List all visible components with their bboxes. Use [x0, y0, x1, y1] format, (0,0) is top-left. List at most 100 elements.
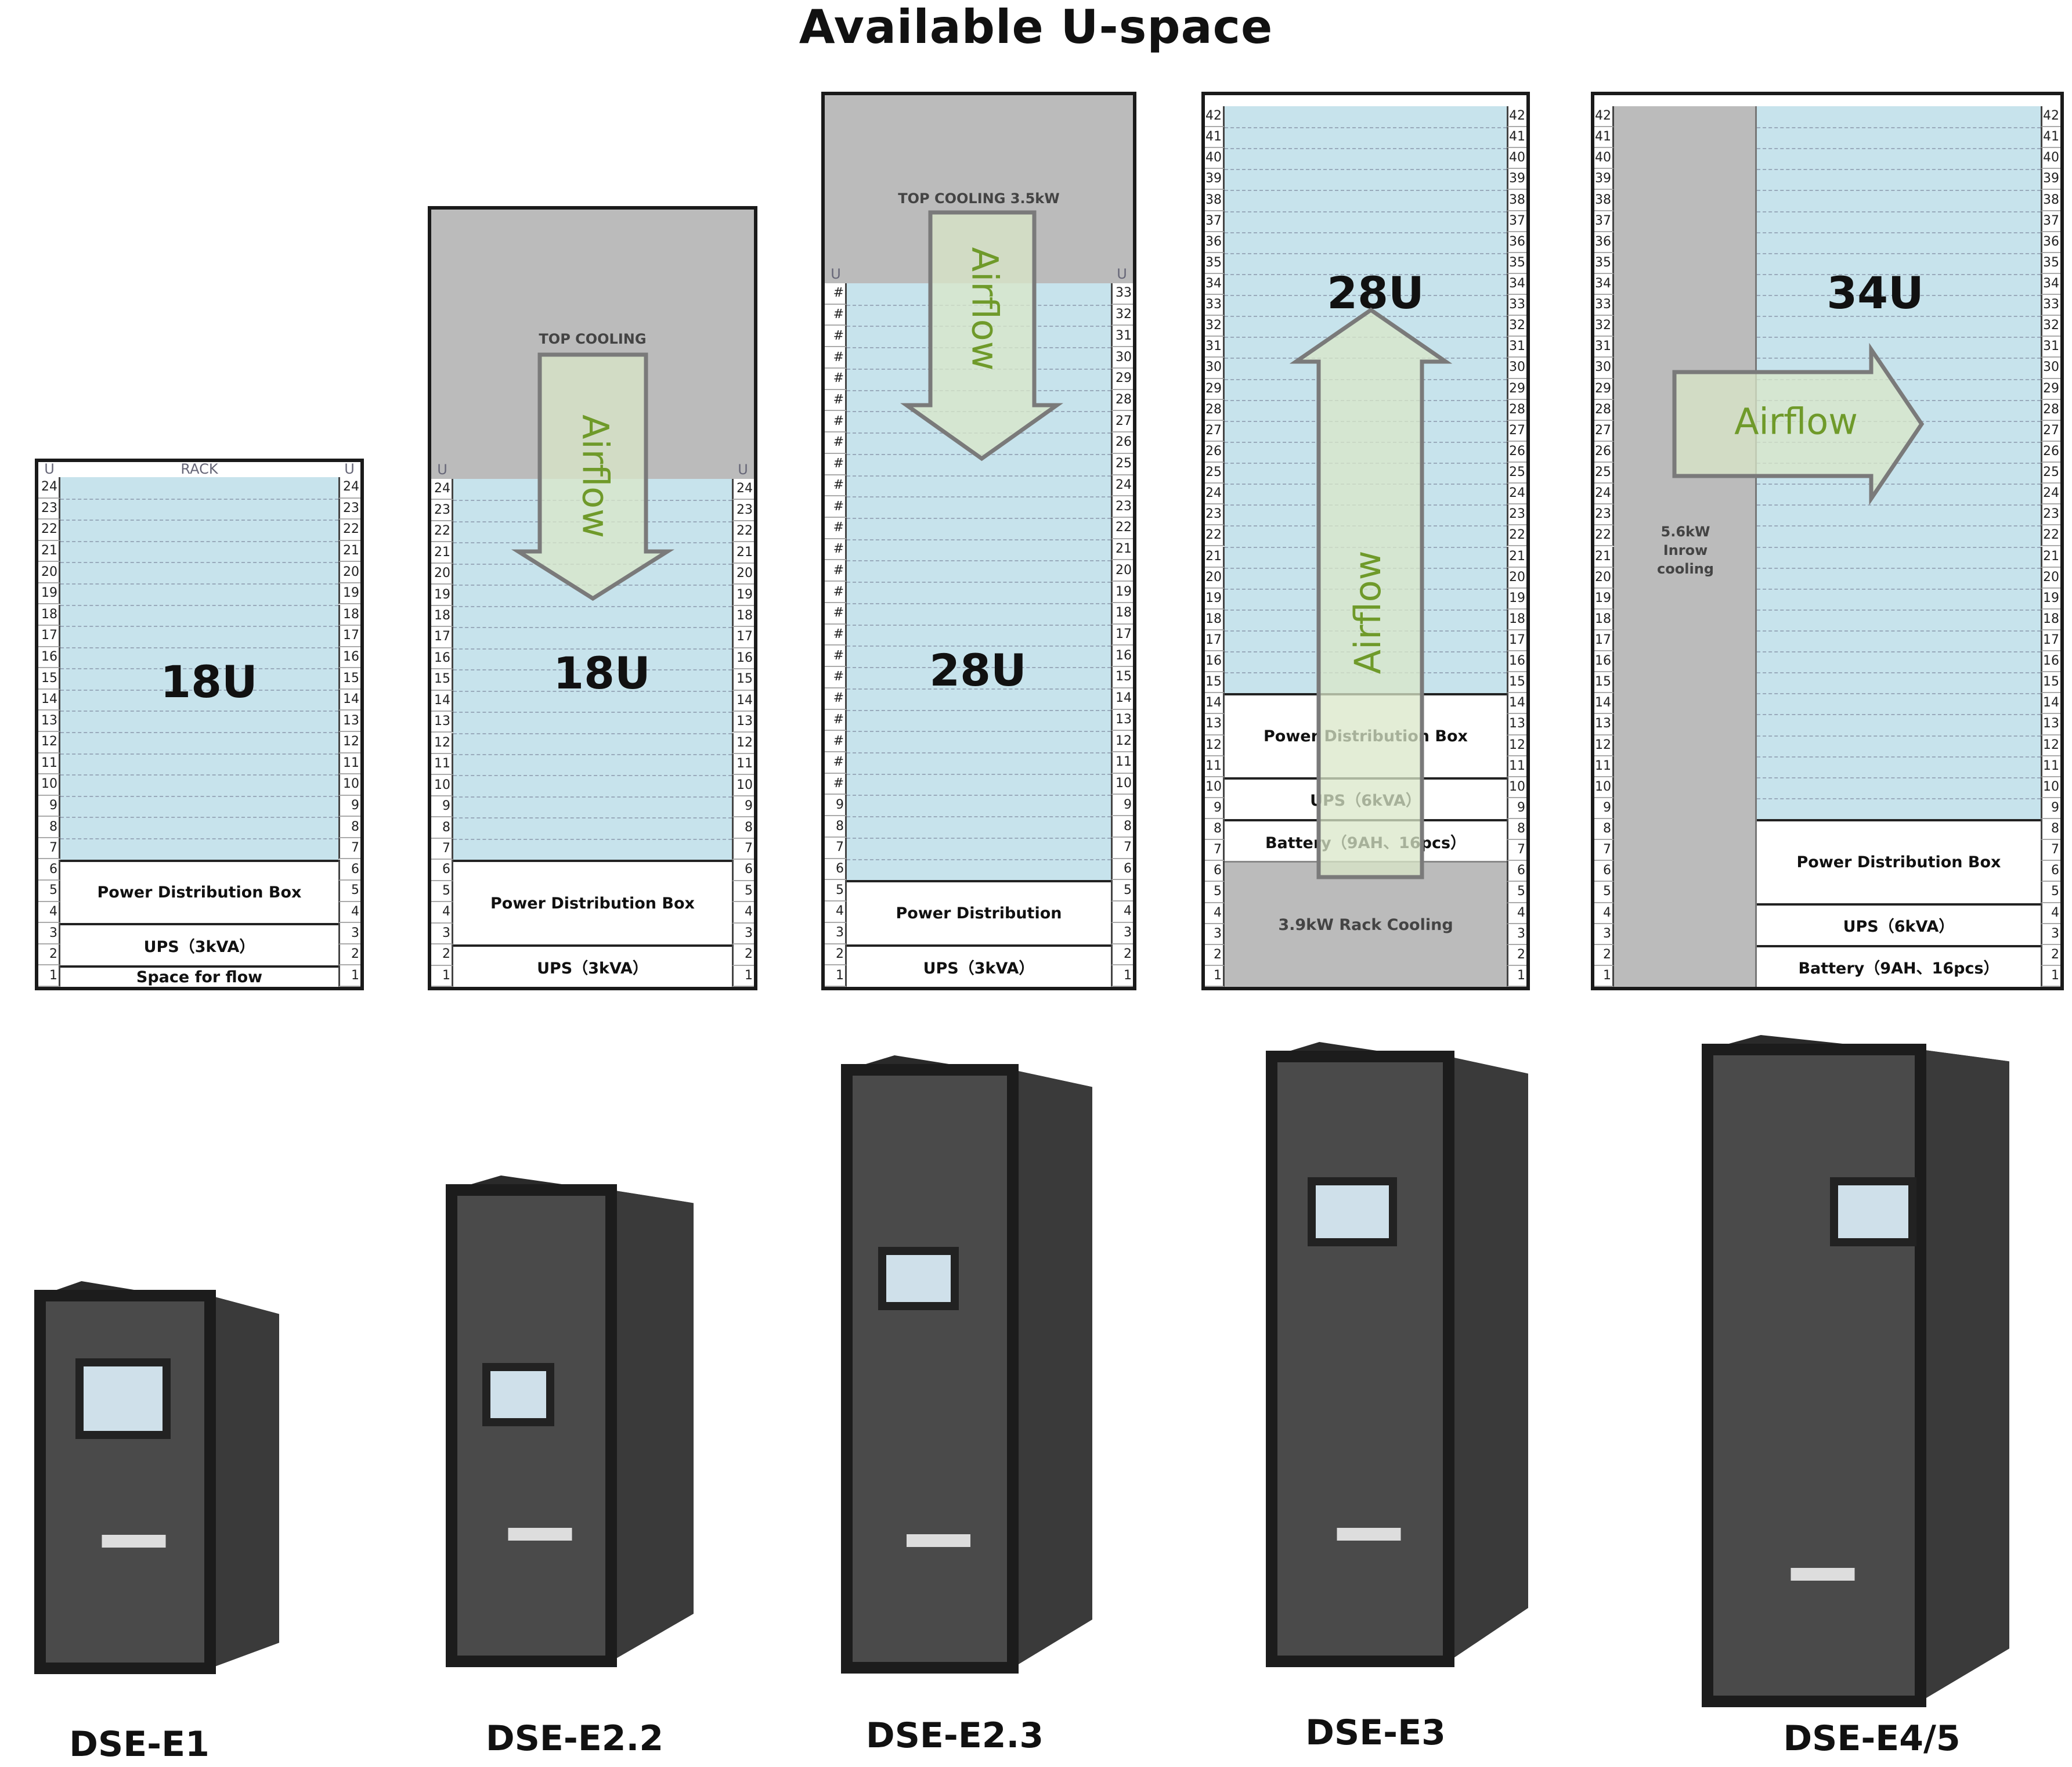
- unit-number-left: 32: [1205, 316, 1225, 337]
- equipment-block: UPS（6kVA）: [1757, 903, 2041, 945]
- unit-number-left: 29: [1205, 378, 1225, 400]
- unit-divider: [847, 496, 1111, 498]
- unit-number-right: 4: [1111, 901, 1133, 923]
- unit-divider: [60, 817, 338, 818]
- unit-number-right: 24: [2041, 484, 2060, 505]
- unit-number-left: #: [825, 731, 847, 752]
- unit-number-left: 6: [1594, 861, 1614, 882]
- unit-number-left: 6: [1205, 861, 1225, 882]
- unit-divider: [847, 347, 1111, 349]
- equipment-block: Power Distribution: [847, 880, 1111, 944]
- unit-divider: [1757, 148, 2041, 150]
- unit-number-left: 8: [825, 816, 847, 838]
- unit-number-left: 17: [1594, 630, 1614, 652]
- unit-number-left: 26: [1594, 441, 1614, 463]
- inrow-cooling-column: [1614, 106, 1757, 987]
- unit-number-right: 18: [2041, 609, 2060, 630]
- logo-plate: [1337, 1528, 1401, 1541]
- unit-number-right: 25: [1507, 463, 1526, 484]
- unit-divider: [453, 817, 732, 819]
- unit-number-right: 32: [2041, 316, 2060, 337]
- unit-number-right: 30: [1507, 358, 1526, 379]
- unit-number-right: 24: [1507, 484, 1526, 505]
- unit-divider: [847, 603, 1111, 604]
- unit-number-right: 19: [1111, 582, 1133, 603]
- unit-divider: [453, 775, 732, 777]
- unit-number-right: 10: [338, 774, 360, 796]
- unit-divider: [1225, 295, 1507, 297]
- unit-divider: [847, 646, 1111, 647]
- unit-number-left: 14: [431, 690, 453, 712]
- unit-number-right: 22: [2041, 525, 2060, 547]
- unit-divider: [1225, 525, 1507, 527]
- unit-number-left: 1: [38, 965, 60, 987]
- cabinet-top: [1272, 1042, 1528, 1074]
- unit-number-right: 19: [732, 585, 754, 606]
- unit-divider: [60, 540, 338, 542]
- page-title: Available U-space: [799, 0, 1273, 54]
- unit-number-left: 40: [1205, 148, 1225, 170]
- unit-divider: [453, 838, 732, 840]
- unit-divider: [60, 668, 338, 670]
- unit-divider: [847, 731, 1111, 733]
- unit-divider: [1757, 127, 2041, 129]
- unit-divider: [453, 585, 732, 586]
- unit-number-right: 15: [338, 668, 360, 690]
- unit-number-right: 20: [2041, 567, 2060, 589]
- unit-number-left: #: [825, 709, 847, 731]
- unit-number-right: 27: [1507, 420, 1526, 442]
- unit-number-left: 8: [1594, 819, 1614, 841]
- unit-number-left: 17: [38, 626, 60, 647]
- unit-number-right: 29: [1111, 368, 1133, 390]
- unit-number-left: 12: [38, 732, 60, 753]
- unit-divider: [1757, 735, 2041, 737]
- unit-number-left: 2: [38, 944, 60, 966]
- unit-number-right: 16: [2041, 651, 2060, 673]
- rack-cooling-block: 3.9kW Rack Cooling: [1225, 861, 1507, 987]
- unit-number-right: 42: [2041, 106, 2060, 128]
- unit-number-left: 33: [1205, 295, 1225, 316]
- unit-number-left: 19: [1594, 588, 1614, 610]
- unit-divider: [1757, 567, 2041, 569]
- unit-number-right: 26: [1111, 432, 1133, 454]
- unit-number-right: 5: [1507, 882, 1526, 903]
- unit-number-right: 9: [2041, 798, 2060, 820]
- unit-divider: [847, 859, 1111, 860]
- unit-number-right: 16: [732, 648, 754, 670]
- unit-number-right: 15: [1507, 672, 1526, 694]
- unit-number-right: 18: [1111, 603, 1133, 625]
- unit-number-right: 29: [2041, 378, 2060, 400]
- unit-divider: [1225, 232, 1507, 233]
- unit-divider: [1757, 463, 2041, 464]
- touch-screen-icon: [878, 1247, 959, 1310]
- unit-number-left: 38: [1594, 190, 1614, 211]
- unit-number-right: 15: [1111, 667, 1133, 688]
- cabinet-front: [446, 1184, 617, 1667]
- unit-number-left: 6: [825, 859, 847, 881]
- unit-number-left: 37: [1594, 211, 1614, 232]
- unit-number-left: #: [825, 582, 847, 603]
- unit-number-right: 13: [1507, 714, 1526, 735]
- unit-divider: [1757, 484, 2041, 485]
- equipment-block: Power Distribution Box: [60, 859, 338, 924]
- unit-number-right: 28: [1507, 399, 1526, 421]
- unit-number-right: 19: [338, 583, 360, 605]
- unit-number-right: 13: [338, 711, 360, 732]
- unit-number-right: 37: [2041, 211, 2060, 232]
- unit-number-right: 1: [1507, 965, 1526, 987]
- unit-number-right: 22: [1507, 525, 1526, 547]
- unit-number-left: 7: [1205, 840, 1225, 861]
- unit-divider: [60, 774, 338, 776]
- unit-divider: [1757, 358, 2041, 359]
- unit-divider: [1225, 358, 1507, 359]
- unit-divider: [1757, 273, 2041, 275]
- unit-number-left: 14: [38, 689, 60, 711]
- unit-number-right: 24: [1111, 475, 1133, 497]
- unit-number-left: 10: [431, 775, 453, 796]
- unit-number-right: 9: [338, 795, 360, 817]
- top-cooling-label: TOP COOLING: [539, 331, 647, 347]
- unit-number-right: 20: [1111, 560, 1133, 582]
- unit-number-right: 4: [732, 902, 754, 924]
- unit-divider: [453, 648, 732, 650]
- model-name: DSE-E2.2: [485, 1718, 664, 1759]
